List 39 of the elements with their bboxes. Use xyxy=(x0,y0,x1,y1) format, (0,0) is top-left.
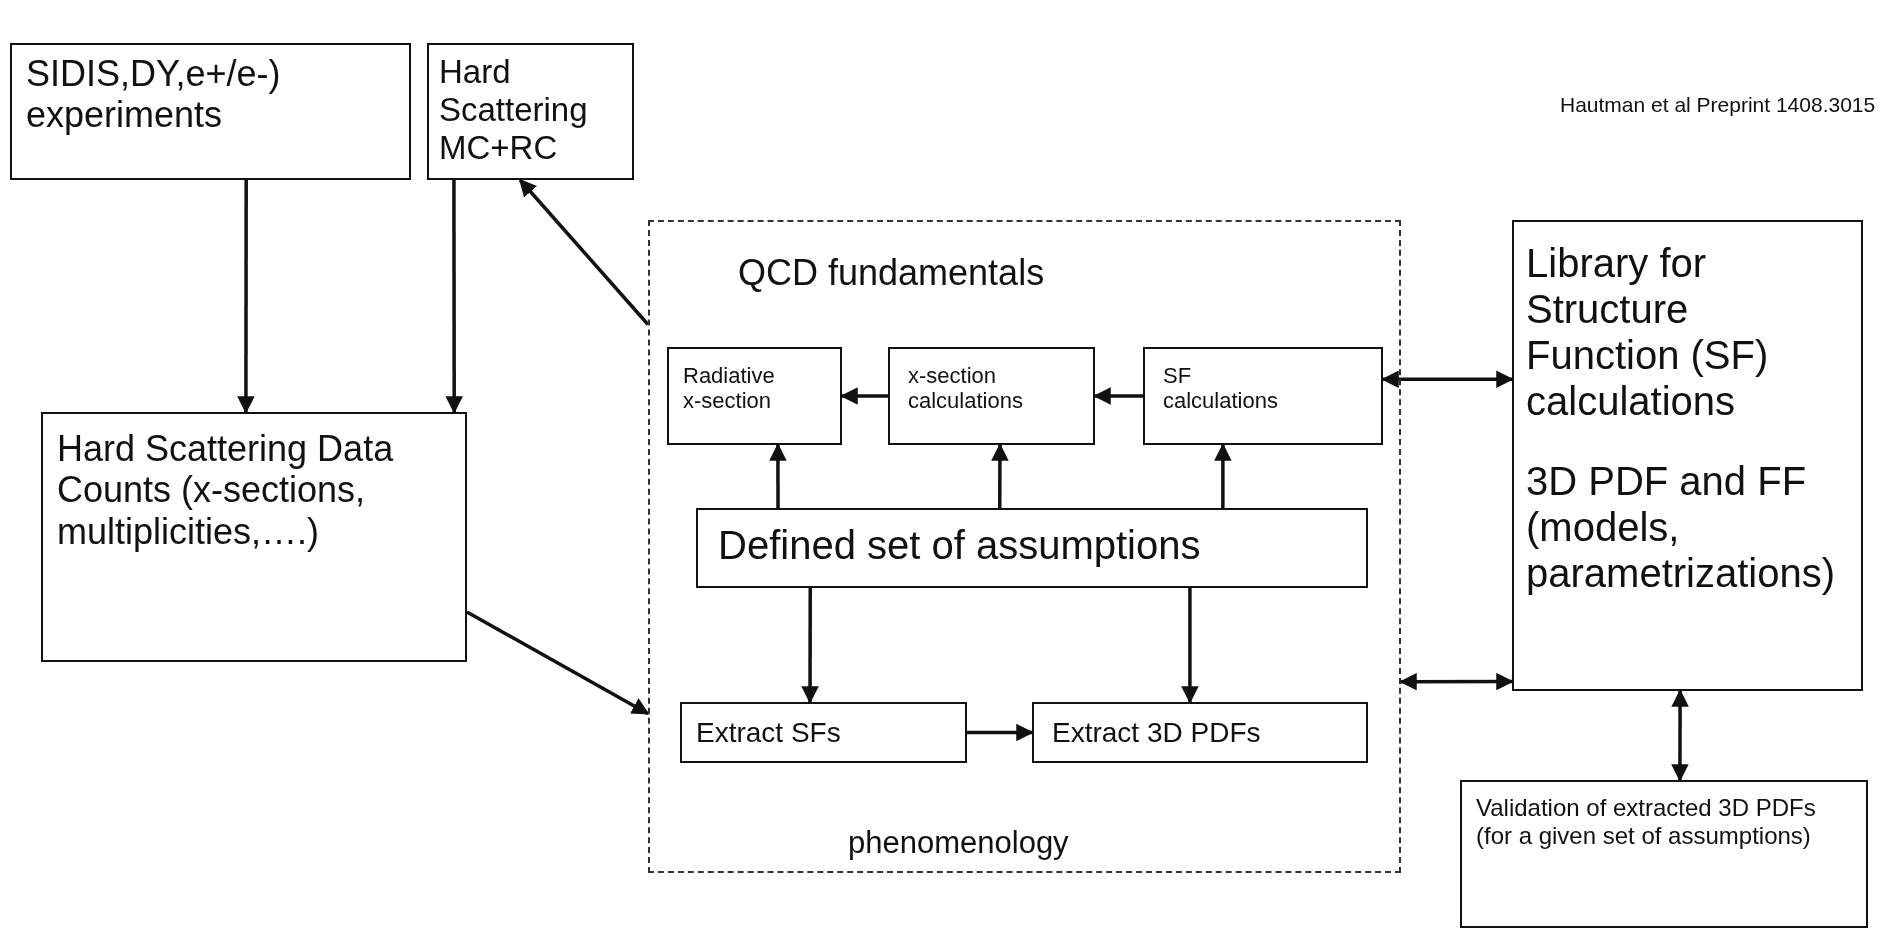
process-box xyxy=(696,508,1368,588)
box-text: Extract 3D PDFs xyxy=(1052,717,1262,750)
arrow xyxy=(1399,672,1514,691)
box-text: Hard Scattering MC+RC xyxy=(439,53,589,167)
process-box xyxy=(680,702,967,763)
arrow xyxy=(518,178,650,326)
process-box xyxy=(41,412,467,662)
dashed-group-frame xyxy=(648,220,1401,873)
process-box xyxy=(1143,347,1383,445)
box-text: 3D PDF and FF (models, parametrizations) xyxy=(1526,458,1836,596)
box-text: Validation of extracted 3D PDFs (for a given set of assumptions) xyxy=(1476,794,1817,850)
box-text: SIDIS,DY,e+/e-) experiments xyxy=(26,53,282,136)
arrow xyxy=(445,180,463,414)
box-text: Library for Structure Function (SF) calculations xyxy=(1526,240,1770,424)
process-box xyxy=(1512,220,1863,691)
arrow xyxy=(1671,689,1689,782)
arrow xyxy=(769,443,787,508)
arrow xyxy=(967,723,1034,742)
arrow xyxy=(801,588,819,704)
process-box xyxy=(1460,780,1868,928)
process-box xyxy=(1032,702,1368,763)
arrow xyxy=(1214,443,1232,508)
citation-note: Hautman et al Preprint 1408.3015 xyxy=(1560,92,1876,118)
process-box xyxy=(667,347,842,445)
arrow xyxy=(237,180,255,414)
box-text: SF calculations xyxy=(1163,363,1279,414)
group-heading: QCD fundamentals xyxy=(738,252,1045,294)
box-text: Defined set of assumptions xyxy=(718,522,1202,568)
arrow xyxy=(991,443,1009,508)
box-text: x-section calculations xyxy=(908,363,1024,414)
process-box xyxy=(427,43,634,180)
box-text: Radiative x-section xyxy=(683,363,776,414)
process-box xyxy=(10,43,411,180)
group-footer: phenomenology xyxy=(848,825,1069,861)
box-text: Extract SFs xyxy=(696,717,842,750)
box-text: Hard Scattering Data Counts (x-sections, multiplicities,….) xyxy=(57,428,395,553)
process-box xyxy=(888,347,1095,445)
arrow xyxy=(466,610,650,716)
arrow xyxy=(1181,588,1199,704)
